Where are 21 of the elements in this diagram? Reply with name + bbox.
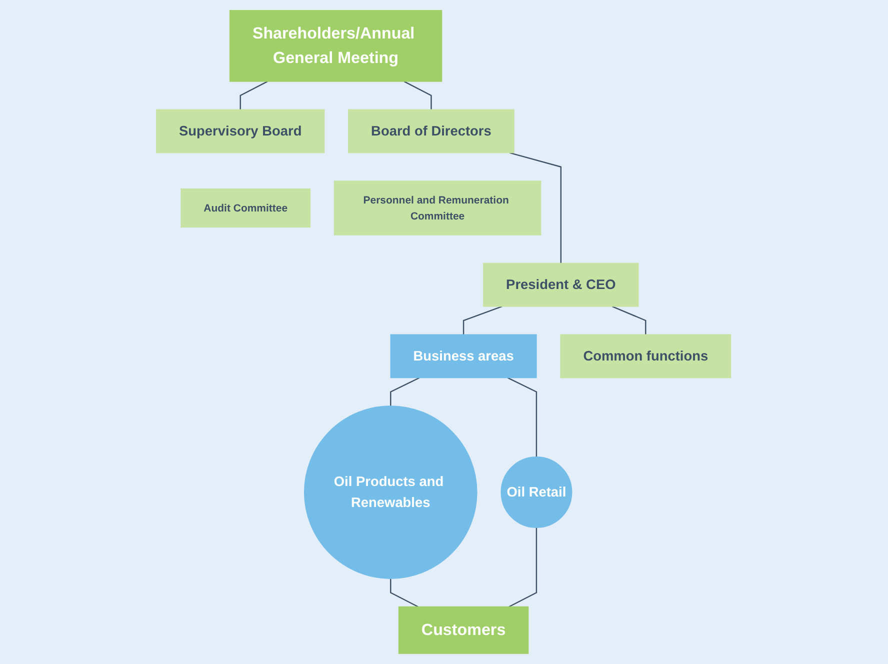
connector bbox=[510, 152, 562, 264]
node-box bbox=[390, 334, 538, 378]
node-circle bbox=[304, 406, 478, 579]
connector bbox=[612, 306, 647, 335]
node-box bbox=[156, 109, 326, 154]
connector bbox=[509, 528, 538, 608]
node-box bbox=[230, 10, 443, 82]
node-box bbox=[484, 262, 640, 307]
connector bbox=[404, 80, 432, 110]
connector bbox=[390, 578, 419, 608]
node-box bbox=[398, 606, 530, 654]
org-chart: Shareholders/Annual General Meeting Supervisory Board Board of Directors Audit Committee Personnel and Remuneration Committee President & CEO Business areas Common functions Oil Products and Renewables Oil Retail Customers bbox=[150, 4, 738, 660]
connector bbox=[390, 377, 420, 406]
node-box bbox=[181, 188, 311, 228]
connector bbox=[463, 306, 503, 335]
connector bbox=[508, 377, 538, 457]
node-circle bbox=[501, 456, 573, 528]
node-box bbox=[348, 109, 515, 154]
connector bbox=[240, 80, 268, 110]
node-box bbox=[334, 180, 542, 236]
node-box bbox=[560, 334, 732, 378]
